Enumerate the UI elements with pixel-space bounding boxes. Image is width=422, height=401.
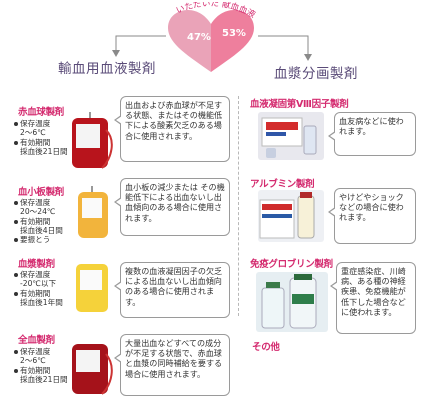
donation-ratio-heart: いただいた 献血血液の 47% 53%: [150, 2, 272, 74]
whole-blood-description: 大量出血などすべての成分が不足する状態で、赤血球と血漿の同時補給を要する場合に使…: [114, 334, 230, 396]
albumin-title: アルブミン製剤: [250, 179, 315, 190]
platelet-bag-icon: [78, 186, 108, 238]
red-cell-info: 保存温度 2～6℃ 有効期間 採血後21日間: [14, 119, 68, 156]
fraction-percent: 53%: [222, 28, 246, 39]
right-arrow-icon: [258, 35, 312, 61]
plasma-title: 血漿製剤: [18, 259, 55, 270]
immunoglobulin-product-image: [256, 272, 328, 332]
plasma-info: 保存温度 -20℃以下 有効期間 採血後1年間: [14, 270, 63, 307]
immunoglobulin-description: 重症感染症、川崎病、ある種の神経疾患、免疫機能が低下した場合などに使われます。: [330, 262, 416, 334]
plasma-fraction-title: 血漿分画製剤: [274, 66, 358, 82]
factor8-title: 血液凝固第Ⅷ因子製剤: [250, 99, 349, 110]
red-cell-bag-icon: [72, 112, 113, 169]
heart-graphic: いただいた 献血血液の: [150, 2, 258, 72]
platelet-description: 血小板の減少または その機能低下による出血ないし出血傾向のある場合に使用されます…: [114, 178, 230, 236]
red-cell-title: 赤血球製剤: [18, 107, 65, 118]
whole-blood-info: 保存温度 2～6℃ 有効期間 採血後21日間: [14, 347, 68, 384]
factor8-description: 血友病などに使われます。: [328, 112, 416, 156]
red-cell-description: 出血および赤血球が不足する状態、またはその機能低下による酸素欠乏のある場合に使用…: [114, 96, 230, 162]
platelet-title: 血小板製剤: [18, 187, 65, 198]
blood-products-title: 輸血用血液製剤: [58, 61, 156, 77]
plasma-bag-icon: [76, 264, 108, 312]
whole-blood-title: 全血製剤: [18, 335, 55, 346]
left-arrow-icon: [112, 35, 166, 57]
plasma-percent: 47%: [187, 32, 211, 43]
other-title: その他: [252, 342, 280, 353]
column-divider: [238, 96, 239, 316]
albumin-product-image: [258, 190, 324, 242]
albumin-description: やけどやショックなどの場合に使われます。: [328, 188, 416, 244]
factor8-product-image: [258, 112, 324, 160]
plasma-description: 複数の血液凝固因子の欠乏による出血ないし出血傾向のある場合に使用されます。: [114, 262, 230, 318]
whole-blood-bag-icon: [72, 344, 113, 395]
immunoglobulin-title: 免疫グロブリン製剤: [250, 259, 333, 270]
platelet-info: 保存温度 20～24℃ 有効期間 採血後4日間 要振とう: [14, 198, 63, 244]
